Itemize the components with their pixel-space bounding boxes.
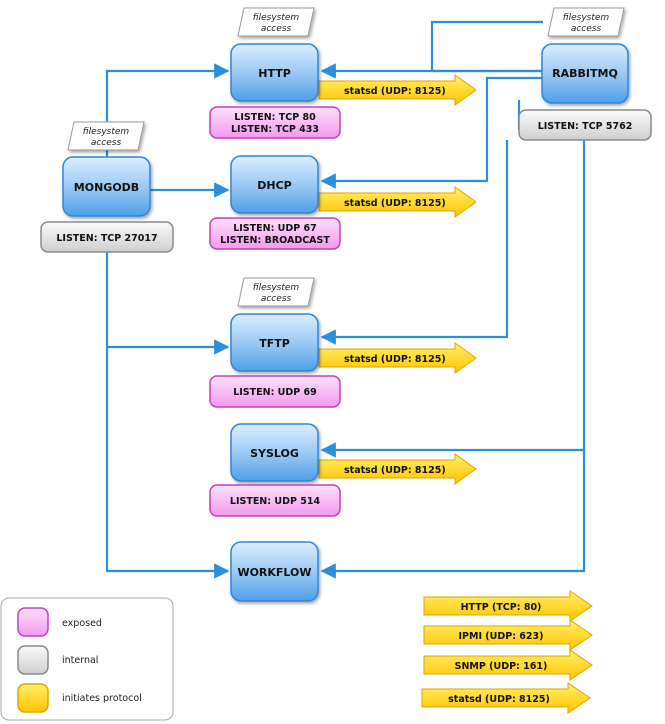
dhcp-statsd-arrow: statsd (UDP: 8125): [318, 186, 477, 218]
service-http-name: HTTP: [258, 67, 291, 80]
listen-tftp: LISTEN: UDP 69: [209, 375, 341, 408]
legend-internal: internal: [17, 645, 98, 675]
svg-text:access: access: [571, 24, 602, 34]
svg-text:internal: internal: [62, 655, 98, 666]
svg-text:LISTEN: UDP 69: LISTEN: UDP 69: [233, 387, 317, 398]
listen-mongodb: LISTEN: TCP 27017: [40, 221, 174, 253]
connector-rabbitmq-syslog: [320, 140, 586, 458]
svg-text:filesystem: filesystem: [83, 127, 130, 137]
service-syslog-name: SYSLOG: [250, 447, 299, 460]
connector-rabbitmq-dhcp: [320, 76, 546, 189]
service-mongodb-name: MONGODB: [74, 181, 139, 194]
connector-rabbitmq-fs: [430, 20, 546, 73]
listen-syslog: LISTEN: UDP 514: [209, 484, 341, 517]
tftp-statsd-label: statsd (UDP: 8125): [344, 354, 446, 365]
service-mongodb: MONGODB: [62, 156, 151, 217]
tftp-statsd-arrow: statsd (UDP: 8125): [318, 342, 477, 374]
svg-text:LISTEN: TCP 80: LISTEN: TCP 80: [234, 112, 316, 123]
dhcp-statsd-label: statsd (UDP: 8125): [344, 198, 446, 209]
http-statsd-label: statsd (UDP: 8125): [344, 86, 446, 97]
svg-text:LISTEN: TCP 5762: LISTEN: TCP 5762: [538, 121, 633, 132]
svg-text:exposed: exposed: [62, 618, 102, 629]
svg-text:access: access: [261, 24, 292, 34]
svg-text:access: access: [261, 294, 292, 304]
svg-text:LISTEN: UDP 514: LISTEN: UDP 514: [230, 496, 321, 507]
svg-text:filesystem: filesystem: [253, 283, 300, 293]
protocol-arrows: HTTP (TCP: 80) IPMI (UDP: 623) SNMP (UDP…: [421, 590, 593, 714]
svg-text:access: access: [91, 138, 122, 148]
service-dhcp-name: DHCP: [257, 179, 291, 192]
service-rabbitmq-name: RABBITMQ: [552, 67, 618, 80]
service-dhcp: DHCP: [230, 155, 319, 214]
filesystem-label-mongodb: filesystem access: [67, 121, 145, 151]
svg-text:HTTP (TCP: 80): HTTP (TCP: 80): [461, 602, 542, 613]
legend: exposed internal initiates protocol: [0, 597, 174, 721]
connector-mongodb-workflow: [105, 252, 230, 579]
svg-text:filesystem: filesystem: [563, 13, 610, 23]
service-syslog: SYSLOG: [230, 423, 319, 482]
svg-text:LISTEN: TCP 27017: LISTEN: TCP 27017: [56, 233, 157, 244]
service-workflow-name: WORKFLOW: [237, 566, 311, 579]
service-tftp: TFTP: [230, 313, 319, 372]
listen-http: LISTEN: TCP 80 LISTEN: TCP 433: [209, 106, 341, 139]
svg-text:initiates protocol: initiates protocol: [62, 693, 142, 704]
service-tftp-name: TFTP: [259, 337, 290, 350]
svg-text:statsd (UDP: 8125): statsd (UDP: 8125): [448, 694, 550, 705]
legend-initiates: initiates protocol: [17, 683, 142, 713]
listen-dhcp: LISTEN: UDP 67 LISTEN: BROADCAST: [209, 217, 341, 250]
connector-rabbitmq-tftp: [322, 100, 521, 337]
filesystem-label-http: filesystem access: [237, 7, 315, 37]
protocol-statsd-arrow: statsd (UDP: 8125): [421, 682, 591, 714]
svg-text:LISTEN: TCP 433: LISTEN: TCP 433: [231, 124, 319, 135]
svg-text:LISTEN: BROADCAST: LISTEN: BROADCAST: [220, 235, 330, 246]
http-statsd-arrow: statsd (UDP: 8125): [318, 74, 477, 106]
svg-text:LISTEN: UDP 67: LISTEN: UDP 67: [233, 223, 317, 234]
svg-text:SNMP (UDP: 161): SNMP (UDP: 161): [455, 661, 548, 672]
syslog-statsd-arrow: statsd (UDP: 8125): [318, 453, 477, 485]
protocol-http-arrow: HTTP (TCP: 80): [423, 590, 593, 622]
legend-exposed: exposed: [17, 607, 102, 637]
filesystem-label-tftp: filesystem access: [237, 277, 315, 307]
filesystem-label-rabbitmq: filesystem access: [547, 7, 625, 37]
connectors: [105, 20, 586, 579]
protocol-ipmi-arrow: IPMI (UDP: 623): [423, 619, 593, 651]
listen-rabbitmq: LISTEN: TCP 5762: [518, 109, 652, 141]
syslog-statsd-label: statsd (UDP: 8125): [344, 465, 446, 476]
svg-text:IPMI (UDP: 623): IPMI (UDP: 623): [459, 631, 544, 642]
service-rabbitmq: RABBITMQ: [541, 43, 629, 104]
svg-text:filesystem: filesystem: [253, 13, 300, 23]
statsd-arrows: statsd (UDP: 8125) statsd (UDP: 8125) st…: [318, 74, 477, 485]
service-http: HTTP: [230, 43, 319, 102]
protocol-snmp-arrow: SNMP (UDP: 161): [423, 649, 593, 681]
service-workflow: WORKFLOW: [230, 541, 319, 602]
connector-rabbitmq-workflow: [320, 450, 586, 579]
